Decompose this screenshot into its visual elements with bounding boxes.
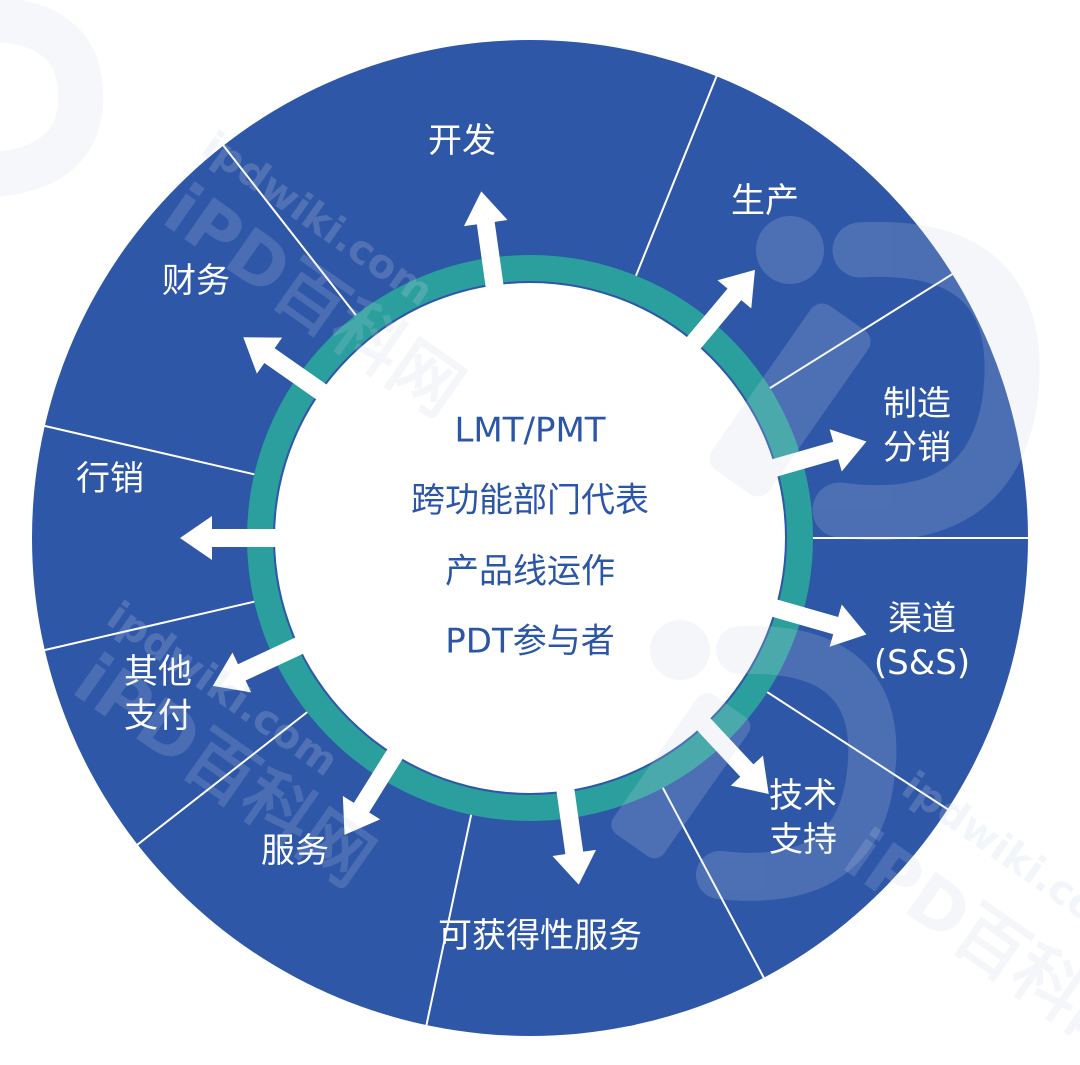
segment-label-finance: 财务 (162, 261, 230, 301)
center-line-4: PDT参与者 (445, 622, 614, 662)
arrow-service (342, 736, 411, 835)
segment-divider (655, 775, 766, 980)
segment-label-line: 财务 (162, 261, 230, 301)
segment-label-line: 技术 (769, 776, 837, 816)
segment-label-tech-support: 技术支持 (769, 776, 837, 860)
watermark-layer (0, 0, 104, 197)
segment-label-line: 分销 (883, 428, 951, 468)
segment-label-line: 行销 (76, 459, 144, 499)
segment-divider (42, 597, 268, 652)
segment-label-line: (S&S) (874, 643, 970, 683)
arrow-tech-support (687, 707, 769, 794)
segment-label-line: 可获得性服务 (438, 916, 642, 956)
segment-label-line: 服务 (261, 831, 329, 871)
arrow-other-payment (212, 631, 317, 693)
segment-label-line: 支付 (124, 696, 192, 736)
segment-label-service: 服务 (261, 831, 329, 871)
segment-label-production: 生产 (731, 181, 799, 221)
segment-label-line: 生产 (731, 181, 799, 221)
segment-label-marketing: 行销 (76, 459, 144, 499)
segment-divider (758, 272, 955, 396)
segment-label-line: 支持 (769, 820, 837, 860)
watermark-logo (0, 0, 104, 197)
arrows (180, 191, 867, 885)
segment-label-line: 制造 (883, 384, 951, 424)
segment-divider (221, 143, 365, 326)
segment-label-dev: 开发 (428, 121, 496, 161)
watermark-logo (611, 620, 897, 901)
segment-label-line: 开发 (428, 121, 496, 161)
arrow-marketing (180, 516, 290, 560)
segment-divider (42, 424, 268, 479)
segment-label-other-payment: 其他支付 (124, 652, 192, 736)
segment-label-line: 其他 (124, 652, 192, 692)
segment-dividers (42, 74, 1030, 1028)
segment-label-line: 渠道 (888, 599, 956, 639)
center-line-3: 产品线运作 (445, 552, 615, 592)
watermark-logo (709, 216, 1040, 541)
arrow-channel (758, 595, 867, 647)
arrow-finance (243, 337, 339, 408)
arrow-availability (552, 774, 597, 885)
center-line-1: LMT/PMT (454, 411, 605, 451)
segment-divider (755, 684, 950, 812)
segment-label-manufacturing: 制造分销 (883, 384, 951, 468)
center-circle (275, 283, 785, 793)
arrow-production (677, 269, 755, 360)
segment-label-channel: 渠道(S&S) (874, 599, 970, 683)
segment-divider (425, 801, 475, 1028)
segment-divider (135, 703, 318, 847)
center-line-2: 跨功能部门代表 (411, 481, 649, 521)
arrow-manufacturing (758, 429, 867, 481)
segment-label-availability: 可获得性服务 (438, 916, 642, 956)
segment-divider (630, 74, 719, 289)
arrow-dev (463, 191, 508, 302)
